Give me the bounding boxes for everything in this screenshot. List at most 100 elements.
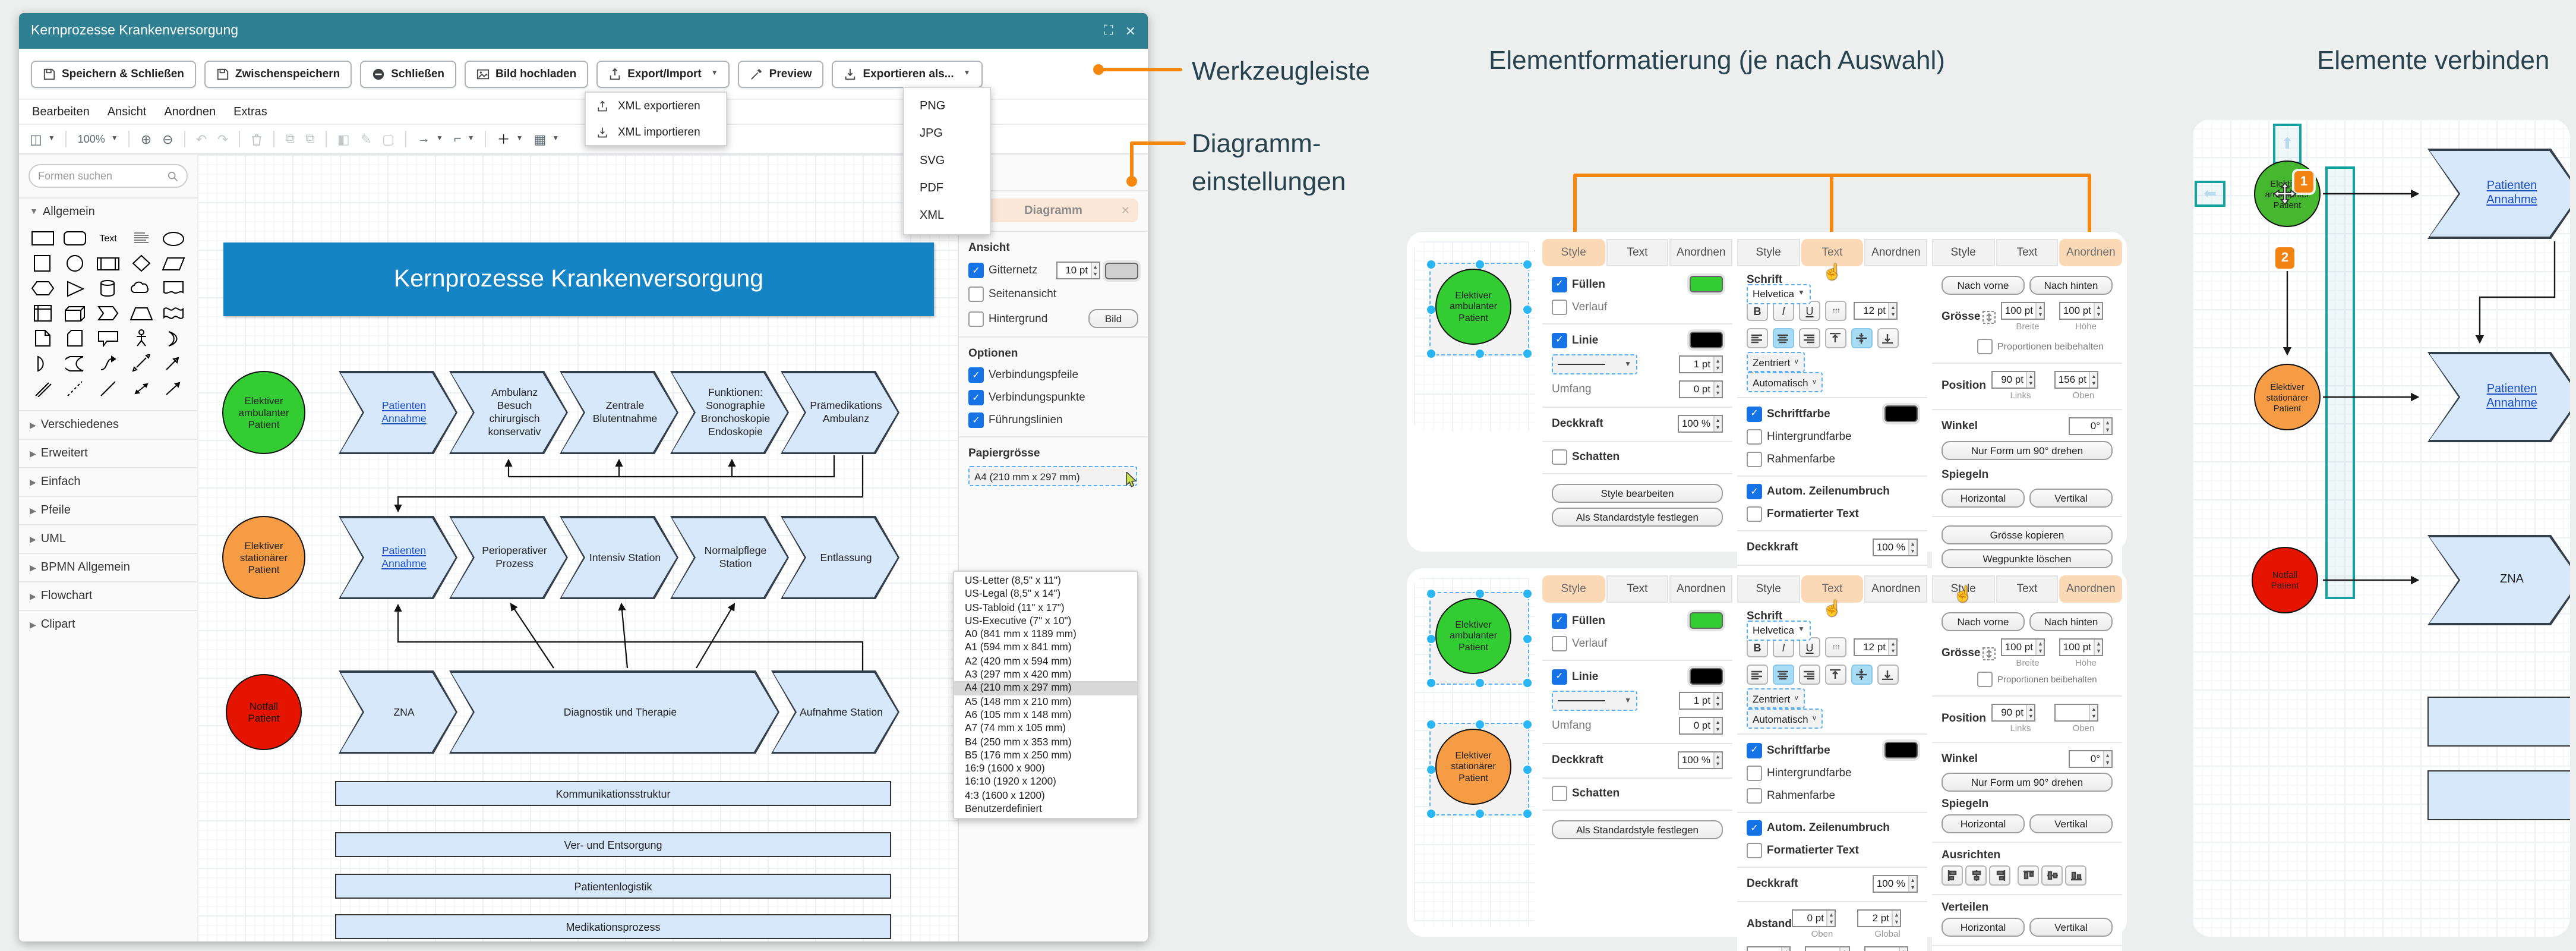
shape-hexagon-icon[interactable] — [27, 278, 58, 298]
shape-internal-storage-icon[interactable] — [27, 303, 58, 323]
connect-chevron-1[interactable]: Patienten Annahme — [2427, 149, 2570, 239]
format-xml[interactable]: XML — [920, 209, 945, 222]
connect-highlight-bar[interactable] — [2325, 166, 2355, 599]
keep-proportions-checkbox[interactable] — [1977, 672, 1993, 687]
line-style-select[interactable]: ▼ — [1552, 691, 1637, 711]
font-color-checkbox[interactable] — [1747, 742, 1762, 758]
align-center-button[interactable] — [1773, 665, 1794, 685]
perimeter-stepper[interactable]: 0 pt▲▼ — [1678, 717, 1723, 735]
shape-cylinder-icon[interactable] — [93, 278, 123, 298]
paper-option[interactable]: 16:9 (1600 x 900) — [965, 762, 1045, 774]
fill-checkbox[interactable] — [1552, 276, 1567, 292]
height-stepper[interactable]: 100 pt▲▼ — [2059, 638, 2104, 656]
diagram-canvas[interactable]: Kernprozesse Krankenversorgung Elektiver… — [197, 155, 958, 941]
shape-circle-icon[interactable] — [60, 253, 90, 273]
paper-option[interactable]: A6 (105 mm x 148 mm) — [965, 708, 1072, 720]
font-size-stepper[interactable]: 12 pt▲▼ — [1854, 638, 1898, 656]
distribute-vertical-button[interactable]: Vertikal — [2029, 918, 2113, 937]
align-shapes-right-button[interactable] — [1989, 865, 2010, 886]
sidebar-section-einfach[interactable]: ▶Einfach — [19, 467, 197, 496]
text-direction-select[interactable]: Automatisch∨ — [1747, 372, 1823, 392]
preview-button[interactable]: Preview — [738, 60, 824, 87]
tab-style[interactable]: Style — [1737, 239, 1800, 266]
shape-actor-icon[interactable] — [126, 328, 156, 348]
zoom-select[interactable]: 100%▼ — [77, 133, 118, 145]
shadow-checkbox[interactable] — [1552, 449, 1567, 465]
opacity-stepper[interactable]: 100 %▲▼ — [1678, 751, 1723, 769]
selection-box[interactable]: Elektiver ambulanter Patient — [1426, 588, 1533, 688]
tab-anordnen[interactable]: Anordnen — [1864, 239, 1928, 266]
to-back-icon[interactable]: ⧉ — [305, 131, 315, 146]
line-color-swatch[interactable] — [1690, 668, 1723, 685]
align-center-button[interactable] — [1773, 328, 1794, 348]
shape-double-line-icon[interactable] — [27, 378, 58, 398]
sidebar-section-allgemein[interactable]: ▼ Allgemein — [19, 197, 197, 226]
line-height-button[interactable]: ↑↑↑ — [1825, 301, 1846, 321]
text-direction-select[interactable]: Automatisch∨ — [1747, 708, 1823, 729]
gradient-checkbox[interactable] — [1552, 300, 1567, 315]
line-color-icon[interactable]: ✎ — [360, 133, 372, 147]
font-select[interactable]: Helvetica▼ — [1747, 620, 1811, 640]
shadow-icon[interactable]: ▢ — [382, 133, 394, 147]
cache-button[interactable]: Zwischenspeichern — [204, 60, 352, 87]
spacing-left-stepper[interactable]: 0 pt▲▼ — [1747, 946, 1791, 951]
shape-double-arrow-icon[interactable] — [126, 378, 156, 398]
tab-style[interactable]: Style — [1932, 239, 1995, 266]
valign-middle-button[interactable] — [1851, 665, 1873, 685]
angle-stepper[interactable]: 0°▲▼ — [2068, 750, 2113, 768]
font-size-stepper[interactable]: 12 pt▲▼ — [1854, 302, 1898, 320]
process-step[interactable]: Perioperativer Prozess — [449, 516, 568, 599]
spacing-global-stepper[interactable]: 2 pt▲▼ — [1857, 909, 1902, 927]
close-icon[interactable]: ✕ — [1125, 24, 1136, 39]
shape-bidirectional-arrow-icon[interactable] — [126, 353, 156, 373]
keep-proportions-checkbox[interactable] — [1977, 339, 1993, 354]
process-step[interactable]: Intensiv Station — [560, 516, 678, 599]
tab-style[interactable]: Style — [1932, 575, 1995, 603]
close-icon[interactable]: ✕ — [1120, 204, 1130, 216]
to-front-button[interactable]: Nach vorne — [1942, 612, 2025, 631]
process-step[interactable]: Patienten Annahme — [339, 371, 457, 454]
flip-horizontal-button[interactable]: Horizontal — [1942, 814, 2025, 833]
shape-data-storage-icon[interactable] — [60, 353, 90, 373]
sidebar-section-clipart[interactable]: ▶Clipart — [19, 610, 197, 638]
shape-card-icon[interactable] — [60, 328, 90, 348]
tab-anordnen[interactable]: Anordnen — [1669, 575, 1733, 603]
formatted-text-checkbox[interactable] — [1747, 843, 1762, 858]
shape-parallelogram-icon[interactable] — [159, 253, 189, 273]
format-pdf[interactable]: PDF — [920, 182, 943, 195]
diagram-title-banner[interactable]: Kernprozesse Krankenversorgung — [223, 243, 934, 316]
tab-text[interactable]: Text — [1801, 239, 1864, 266]
width-stepper[interactable]: 100 pt▲▼ — [2001, 302, 2045, 320]
spacing-top-stepper[interactable]: 0 pt▲▼ — [1792, 909, 1836, 927]
process-step[interactable]: Ambulanz Besuch chirurgisch konservativ — [449, 371, 568, 454]
zoom-out-icon[interactable]: ⊖ — [162, 133, 173, 147]
text-opacity-stepper[interactable]: 100 %▲▼ — [1873, 875, 1918, 893]
paper-option[interactable]: US-Letter (8,5" x 11") — [965, 574, 1061, 586]
align-shapes-bottom-button[interactable] — [2065, 865, 2086, 886]
shape-triangle-icon[interactable] — [60, 278, 90, 298]
line-width-stepper[interactable]: 1 pt▲▼ — [1678, 692, 1723, 710]
shape-note-icon[interactable] — [27, 328, 58, 348]
shape-rectangle-icon[interactable] — [27, 228, 58, 248]
fill-color-swatch[interactable] — [1690, 612, 1723, 629]
shadow-checkbox[interactable] — [1552, 786, 1567, 801]
to-front-icon[interactable]: ⧉ — [285, 131, 295, 146]
paper-option[interactable]: A5 (148 mm x 210 mm) — [965, 695, 1072, 707]
align-shapes-left-button[interactable] — [1942, 865, 1963, 886]
tab-text[interactable]: Text — [1801, 575, 1864, 603]
align-left-button[interactable] — [1747, 665, 1768, 685]
process-step[interactable]: Normalpflege Station — [670, 516, 789, 599]
border-color-checkbox[interactable] — [1747, 452, 1762, 467]
tab-anordnen[interactable]: Anordnen — [2059, 239, 2123, 266]
paper-option[interactable]: Benutzerdefiniert — [965, 802, 1042, 815]
paper-option[interactable]: B4 (250 mm x 353 mm) — [965, 735, 1072, 748]
paper-option[interactable]: B5 (176 mm x 250 mm) — [965, 748, 1072, 761]
pos-left-stepper[interactable]: 90 pt▲▼ — [1991, 704, 2036, 722]
paper-option[interactable]: US-Legal (8,5" x 14") — [965, 587, 1061, 600]
support-bar[interactable]: Ver- und Entsorgung — [335, 832, 891, 857]
connect-chevron-2[interactable]: Patienten Annahme — [2427, 352, 2570, 442]
line-width-stepper[interactable]: 1 pt▲▼ — [1678, 355, 1723, 373]
shape-tape-icon[interactable] — [159, 303, 189, 323]
upload-image-button[interactable]: Bild hochladen — [465, 60, 589, 87]
tab-text[interactable]: Text — [1996, 575, 2059, 603]
